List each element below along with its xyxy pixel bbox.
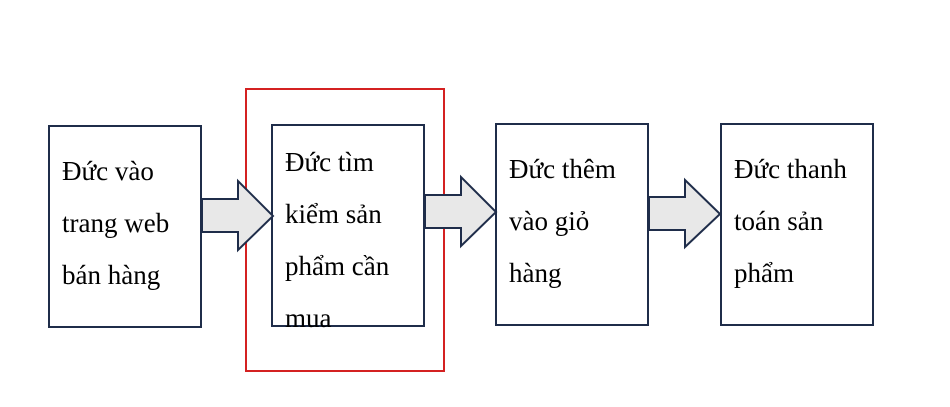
arrow-right-icon [201, 178, 275, 253]
step-label-2: Đức tìm kiểm sản phẩm cần mua [285, 147, 390, 333]
step-box-2: Đức tìm kiểm sản phẩm cần mua [271, 124, 425, 333]
step-label-3: Đức thêm vào giỏ hàng [509, 154, 616, 288]
step-box-1: Đức vào trang web bán hàng [48, 125, 202, 328]
step-box-4: Đức thanh toán sản phẩm [720, 123, 874, 326]
arrow-right-icon [424, 174, 498, 249]
arrow-right-icon [648, 177, 722, 250]
step-label-4: Đức thanh toán sản phẩm [734, 154, 847, 288]
step-box-3: Đức thêm vào giỏ hàng [495, 123, 649, 326]
step-label-1: Đức vào trang web bán hàng [62, 156, 170, 290]
